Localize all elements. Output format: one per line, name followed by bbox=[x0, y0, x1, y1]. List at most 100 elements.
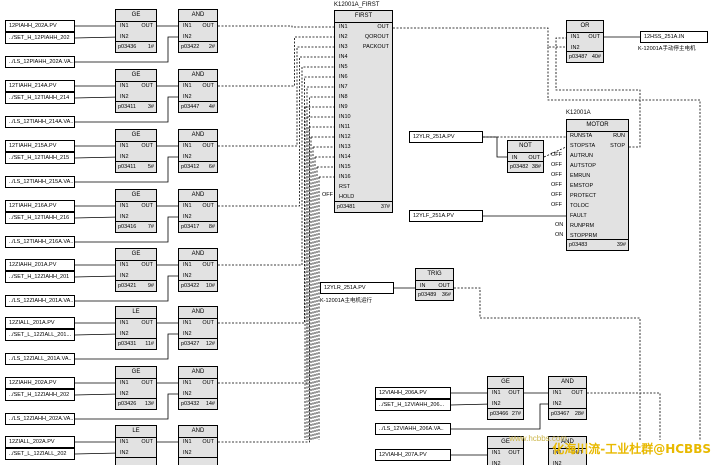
block-number: 38# bbox=[531, 164, 541, 170]
via-set-tag[interactable]: ../SET_H_12VIAHH_206... bbox=[375, 399, 451, 411]
pin-motor-in: EMRUN bbox=[570, 173, 591, 179]
wire-and-out bbox=[218, 25, 334, 28]
pin-in2: IN2 bbox=[571, 45, 580, 51]
wire-first-out bbox=[393, 27, 567, 48]
block-number: 2# bbox=[208, 44, 215, 50]
ls-tag[interactable]: ../LS_12ZIAHH_201A.VA.. bbox=[5, 295, 75, 307]
ylr-tag-2[interactable]: 12YLR_251A.PV bbox=[320, 282, 394, 294]
wire-set bbox=[74, 333, 120, 336]
pin-in2: IN2 bbox=[120, 214, 129, 220]
via-ls-tag[interactable]: ../LS_12VIAHH_206A.VA.. bbox=[375, 423, 451, 435]
ls-tag[interactable]: ../LS_12TIAHH_216A.VA.. bbox=[5, 236, 75, 248]
pin-motor-in: STOPPRM bbox=[570, 233, 598, 239]
ls-tag[interactable]: ../LS_12TIAHH_214A.VA.. bbox=[5, 116, 75, 128]
ls-tag[interactable]: ../LS_12ZIAHH_202A.VA.. bbox=[5, 413, 75, 425]
ls-tag[interactable]: ../LS_12ZIALL_201A.VA.. bbox=[5, 353, 75, 365]
wire-ls bbox=[75, 36, 182, 63]
pin-in1: IN1 bbox=[120, 320, 129, 326]
pin-in1: IN1 bbox=[183, 83, 192, 89]
pin-in2: IN2 bbox=[120, 34, 129, 40]
pin-in1: IN1 bbox=[120, 83, 129, 89]
setpoint-tag[interactable]: ../SET_H_12TIAHH_215 bbox=[5, 152, 75, 164]
ylf-tag[interactable]: 12YLF_251A.PV bbox=[409, 210, 483, 222]
pin-first-in: IN10 bbox=[339, 114, 351, 120]
via-pv-tag[interactable]: 12VIAHH_206A.PV bbox=[375, 387, 451, 399]
block-number: 14# bbox=[205, 401, 215, 407]
wire-ls bbox=[75, 333, 182, 360]
block-title: TRIG bbox=[416, 269, 453, 281]
pv-tag[interactable]: 12ZIAHH_201A.PV bbox=[5, 259, 75, 271]
hss-output-tag[interactable]: 12HSS_251A.IN bbox=[640, 31, 708, 43]
ls-tag[interactable]: ../LS_12PIAHH_202A.VA.. bbox=[5, 56, 75, 68]
pin-motor-in: PROTECT bbox=[570, 193, 597, 199]
pv-tag[interactable]: 12TIAHH_214A.PV bbox=[5, 80, 75, 92]
ylr-tag[interactable]: 12YLR_251A.PV bbox=[409, 131, 483, 143]
block-title: MOTOR bbox=[567, 120, 628, 132]
via-pv2-tag[interactable]: 12VIAHH_207A.PV bbox=[375, 449, 451, 461]
pin-out: OUT bbox=[202, 143, 214, 149]
pin-first-in: IN9 bbox=[339, 104, 348, 110]
pin-in2: IN2 bbox=[553, 461, 562, 465]
pin-default-value: OFF bbox=[551, 182, 562, 188]
pin-in2: IN2 bbox=[120, 450, 129, 456]
pv-tag[interactable]: 12PIAHH_202A.PV bbox=[5, 20, 75, 32]
wire-and-out bbox=[218, 56, 334, 207]
block-title: AND bbox=[179, 307, 217, 319]
setpoint-tag[interactable]: ../SET_H_12ZIAHH_201 bbox=[5, 271, 75, 283]
pin-out: OUT bbox=[438, 283, 450, 289]
pin-out: OUT bbox=[141, 320, 153, 326]
setpoint-tag[interactable]: ../SET_L_12ZIALL_201... bbox=[5, 329, 75, 341]
setpoint-tag[interactable]: ../SET_H_12TIAHH_214 bbox=[5, 92, 75, 104]
pin-first-in: IN2 bbox=[339, 34, 348, 40]
pv-tag[interactable]: 12TIAHH_216A.PV bbox=[5, 200, 75, 212]
pin-first-in: IN8 bbox=[339, 94, 348, 100]
pv-tag[interactable]: 12ZIALL_201A.PV bbox=[5, 317, 75, 329]
pin-motor-in: RUNPRM bbox=[570, 223, 595, 229]
ls-tag[interactable]: ../LS_12TIAHH_215A.VA.. bbox=[5, 176, 75, 188]
pv-tag[interactable]: 12ZIALL_202A.PV bbox=[5, 436, 75, 448]
setpoint-tag[interactable]: ../SET_H_12ZIAHH_202 bbox=[5, 389, 75, 401]
ylr-note: K-12001A主电机运行 bbox=[320, 298, 372, 304]
pv-tag[interactable]: 12TIAHH_215A.PV bbox=[5, 140, 75, 152]
setpoint-tag[interactable]: ../SET_H_12TIAHH_216 bbox=[5, 212, 75, 224]
pin-first-in: IN6 bbox=[339, 74, 348, 80]
setpoint-tag[interactable]: ../SET_L_12ZIALL_202 bbox=[5, 448, 75, 460]
pin-first-in: IN12 bbox=[339, 134, 351, 140]
setpoint-tag[interactable]: ../SET_H_12PIAHH_202 bbox=[5, 32, 75, 44]
pin-in2: IN2 bbox=[183, 154, 192, 160]
pv-tag[interactable]: 12ZIAHH_202A.PV bbox=[5, 377, 75, 389]
pin-out: OUT bbox=[141, 23, 153, 29]
wire-and-out bbox=[218, 66, 334, 266]
pin-in1: IN1 bbox=[492, 390, 501, 396]
